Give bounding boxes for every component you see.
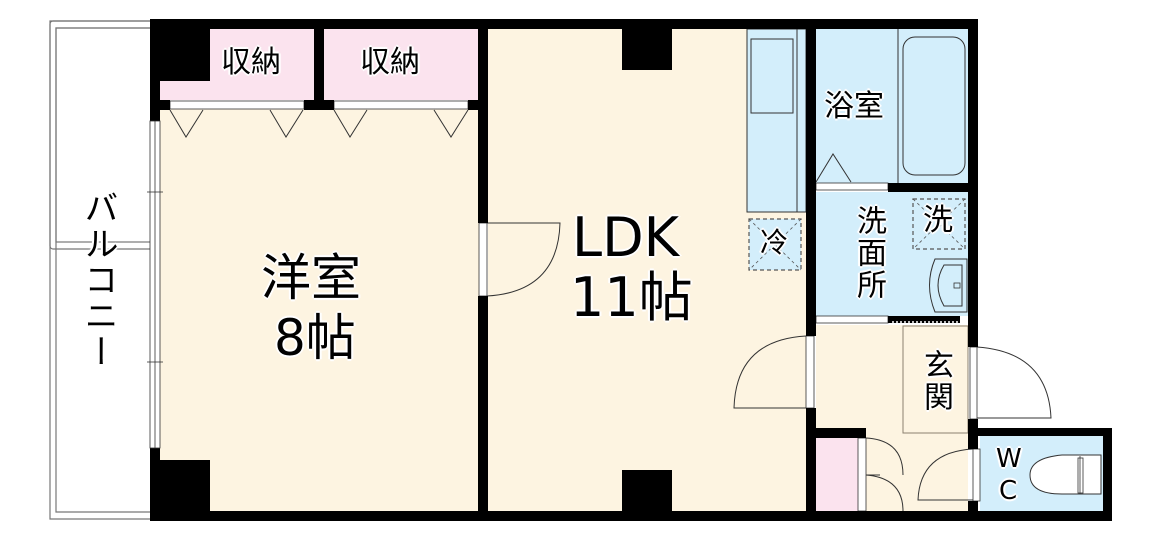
- western-room-label: 洋室: [261, 249, 361, 307]
- closet-right-label: 収納: [360, 45, 420, 80]
- washroom-door[interactable]: [815, 315, 889, 324]
- walls: [150, 19, 1112, 521]
- balcony-label: バルコニー: [78, 190, 118, 370]
- closet-left-label: 収納: [221, 45, 281, 80]
- washroom-floor: [816, 192, 968, 316]
- shoe-closet: [816, 438, 858, 511]
- bathroom-floor: [816, 28, 968, 185]
- ldk-hall-door[interactable]: [805, 335, 815, 409]
- bath-door[interactable]: [815, 182, 889, 191]
- toilet-fixture: [1029, 454, 1102, 495]
- kitchen-sink: [750, 38, 794, 114]
- entrance-label: 玄関: [918, 349, 953, 413]
- bath-door-swing: [815, 153, 852, 183]
- western-room-size: 8帖: [274, 309, 356, 367]
- washroom-label: 洗面所: [851, 205, 886, 301]
- western-ldk-door-swing: [486, 222, 561, 297]
- shoe-closet-door-swing: [865, 437, 904, 512]
- ldk-size: 11帖: [570, 266, 693, 329]
- ldk-label: LDK: [572, 206, 680, 269]
- closet-right-floor: [324, 28, 478, 100]
- washer-label: 洗: [923, 203, 953, 238]
- bathtub: [902, 36, 966, 176]
- washbasin: [929, 258, 968, 313]
- toilet-label-c: C: [999, 476, 1018, 506]
- fridge-label: 冷: [760, 226, 789, 259]
- toilet-label-w: W: [996, 444, 1022, 474]
- toilet-door-swing: [917, 448, 974, 501]
- bathroom-label: 浴室: [824, 89, 884, 124]
- closet-door-swings: [169, 109, 469, 138]
- entrance-floor: [902, 325, 969, 434]
- washer-space: [912, 198, 966, 250]
- entrance-door-swing: [976, 346, 1052, 419]
- toilet-door[interactable]: [972, 448, 981, 502]
- western-room-floor: [160, 108, 480, 511]
- entrance-door[interactable]: [969, 346, 978, 420]
- western-ldk-door[interactable]: [478, 222, 488, 297]
- balcony: [49, 20, 155, 520]
- ldk-hall-door-swing: [733, 335, 807, 409]
- fridge-space: [748, 218, 802, 271]
- balcony-window[interactable]: [147, 120, 163, 449]
